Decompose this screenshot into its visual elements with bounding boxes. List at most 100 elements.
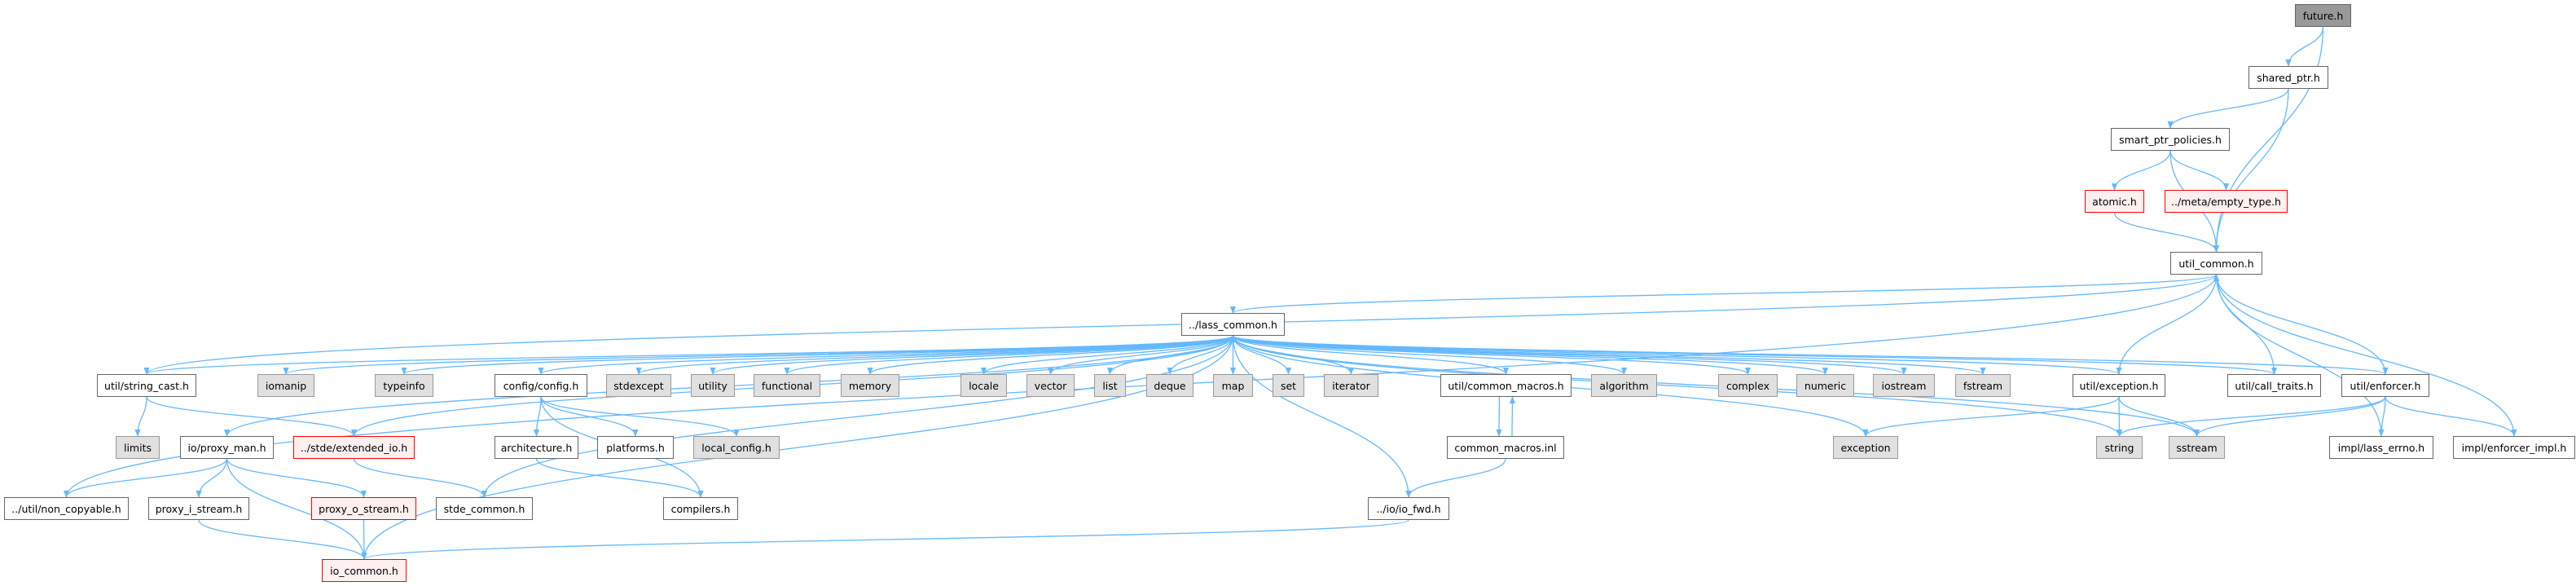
node-proxy-man[interactable]: io/proxy_man.h [180, 436, 274, 459]
edge-exception-h-to-sstream [2118, 396, 2200, 437]
edge-lass-common-to-utility [710, 335, 1234, 375]
node-shared-ptr[interactable]: shared_ptr.h [2249, 66, 2328, 89]
edge-lass-common-to-functional [784, 335, 1234, 375]
edge-proxy-man-to-non-copyable [63, 458, 228, 498]
node-map[interactable]: map [1213, 374, 1253, 397]
edge-exception-h-to-exception [1862, 396, 2120, 437]
node-string-cast[interactable]: util/string_cast.h [97, 374, 196, 397]
node-proxy-i-stream[interactable]: proxy_i_stream.h [148, 497, 249, 520]
node-extended-io[interactable]: ../stde/extended_io.h [293, 436, 415, 459]
node-limits[interactable]: limits [116, 436, 160, 459]
node-empty-type[interactable]: ../meta/empty_type.h [2165, 190, 2288, 213]
edge-string-cast-to-extended-io [146, 396, 358, 437]
edge-proxy-man-to-proxy-i-stream [196, 458, 228, 498]
edge-proxy-i-stream-to-io-common [198, 519, 367, 560]
edge-atomic-to-util-common [2113, 212, 2220, 253]
node-sstream[interactable]: sstream [2169, 436, 2225, 459]
node-set[interactable]: set [1273, 374, 1304, 397]
edge-smart-ptr-policies-to-atomic [2111, 150, 2171, 191]
edge-enforcer-to-string [2117, 396, 2386, 437]
edge-lass-common-to-call-traits [1232, 335, 2277, 375]
node-memory[interactable]: memory [841, 374, 899, 397]
edge-lass-common-to-fstream [1232, 335, 1986, 375]
node-compilers[interactable]: compilers.h [663, 497, 738, 520]
node-io-common[interactable]: io_common.h [322, 559, 407, 582]
edge-lass-errno-to-util-common [2213, 274, 2382, 437]
edge-future-to-shared-ptr [2285, 26, 2324, 67]
node-exception-h[interactable]: util/exception.h [2073, 374, 2165, 397]
edge-lass-common-to-typeinfo [401, 335, 1234, 375]
edge-lass-common-to-io-fwd [1232, 335, 1412, 498]
edge-string-cast-to-limits [134, 396, 147, 437]
edge-exception-h-to-string [2116, 396, 2123, 437]
edge-proxy-man-to-proxy-o-stream [226, 458, 367, 498]
node-lass-common[interactable]: ../lass_common.h [1181, 313, 1285, 336]
edge-lass-common-to-list [1106, 335, 1234, 375]
edge-common-macros-inl-to-io-fwd [1405, 458, 1506, 498]
node-numeric[interactable]: numeric [1796, 374, 1854, 397]
edge-proxy-o-stream-to-io-common [361, 519, 367, 560]
edge-proxy-man-to-io-common [226, 458, 367, 560]
node-lass-errno[interactable]: impl/lass_errno.h [2329, 436, 2433, 459]
node-vector[interactable]: vector [1026, 374, 1075, 397]
node-deque[interactable]: deque [1146, 374, 1193, 397]
node-smart-ptr-policies[interactable]: smart_ptr_policies.h [2111, 128, 2230, 151]
node-complex[interactable]: complex [1718, 374, 1778, 397]
node-enforcer[interactable]: util/enforcer.h [2341, 374, 2429, 397]
node-algorithm[interactable]: algorithm [1591, 374, 1657, 397]
edge-common-macros-inl-to-common-macros-h [1509, 396, 1516, 437]
edge-config-to-local-config [540, 396, 740, 437]
node-atomic[interactable]: atomic.h [2085, 190, 2144, 213]
edge-lass-common-to-locale [981, 335, 1234, 375]
node-enforcer-impl[interactable]: impl/enforcer_impl.h [2453, 436, 2575, 459]
edge-shared-ptr-to-util-common [2213, 88, 2289, 253]
node-functional[interactable]: functional [754, 374, 820, 397]
edge-lass-common-to-enforcer [1232, 335, 2389, 375]
node-exception[interactable]: exception [1833, 436, 1898, 459]
node-proxy-o-stream[interactable]: proxy_o_stream.h [311, 497, 416, 520]
edge-enforcer-to-lass-errno [2378, 396, 2386, 437]
edge-lass-common-to-memory [867, 335, 1234, 375]
edge-exception-h-to-util-common [2118, 274, 2220, 375]
node-utility[interactable]: utility [691, 374, 735, 397]
node-non-copyable[interactable]: ../util/non_copyable.h [4, 497, 129, 520]
node-platforms[interactable]: platforms.h [597, 436, 674, 459]
node-stde-common[interactable]: stde_common.h [436, 497, 533, 520]
edge-future-to-util-common [2213, 26, 2324, 253]
edge-config-to-platforms [540, 396, 639, 437]
edge-lass-common-to-exception-h [1232, 335, 2122, 375]
edge-lass-common-to-algorithm [1232, 335, 1627, 375]
edge-enforcer-to-sstream [2193, 396, 2386, 437]
edge-util-common-to-lass-common [1230, 274, 2218, 314]
edge-enforcer-to-util-common [2213, 274, 2386, 375]
node-call-traits[interactable]: util/call_traits.h [2227, 374, 2321, 397]
edge-architecture-to-compilers [535, 458, 704, 498]
node-common-macros-h[interactable]: util/common_macros.h [1440, 374, 1572, 397]
node-config[interactable]: config/config.h [495, 374, 587, 397]
node-io-fwd[interactable]: ../io/io_fwd.h [1368, 497, 1449, 520]
node-common-macros-inl[interactable]: common_macros.inl [1447, 436, 1564, 459]
node-local-config[interactable]: local_config.h [693, 436, 780, 459]
edge-lass-common-to-vector [1047, 335, 1234, 375]
node-fstream[interactable]: fstream [1955, 374, 2011, 397]
edge-lass-common-to-complex [1232, 335, 1751, 375]
edge-lass-common-to-string [1232, 335, 2122, 437]
node-architecture[interactable]: architecture.h [495, 436, 578, 459]
edge-lass-common-to-config [538, 335, 1234, 375]
edge-smart-ptr-policies-to-empty-type [2169, 150, 2230, 191]
node-util-common[interactable]: util_common.h [2170, 252, 2262, 275]
node-future[interactable]: future.h [2295, 4, 2351, 27]
node-typeinfo[interactable]: typeinfo [375, 374, 433, 397]
edge-lass-common-to-sstream [1232, 335, 2200, 437]
node-iterator[interactable]: iterator [1324, 374, 1378, 397]
node-list[interactable]: list [1094, 374, 1126, 397]
edge-config-to-architecture [533, 396, 542, 437]
node-stdexcept[interactable]: stdexcept [606, 374, 671, 397]
node-iostream[interactable]: iostream [1873, 374, 1935, 397]
node-locale[interactable]: locale [961, 374, 1007, 397]
edge-enforcer-impl-to-util-common [2213, 274, 2515, 437]
edge-io-fwd-to-io-common [361, 519, 1409, 560]
node-iomanip[interactable]: iomanip [257, 374, 314, 397]
node-string[interactable]: string [2096, 436, 2143, 459]
